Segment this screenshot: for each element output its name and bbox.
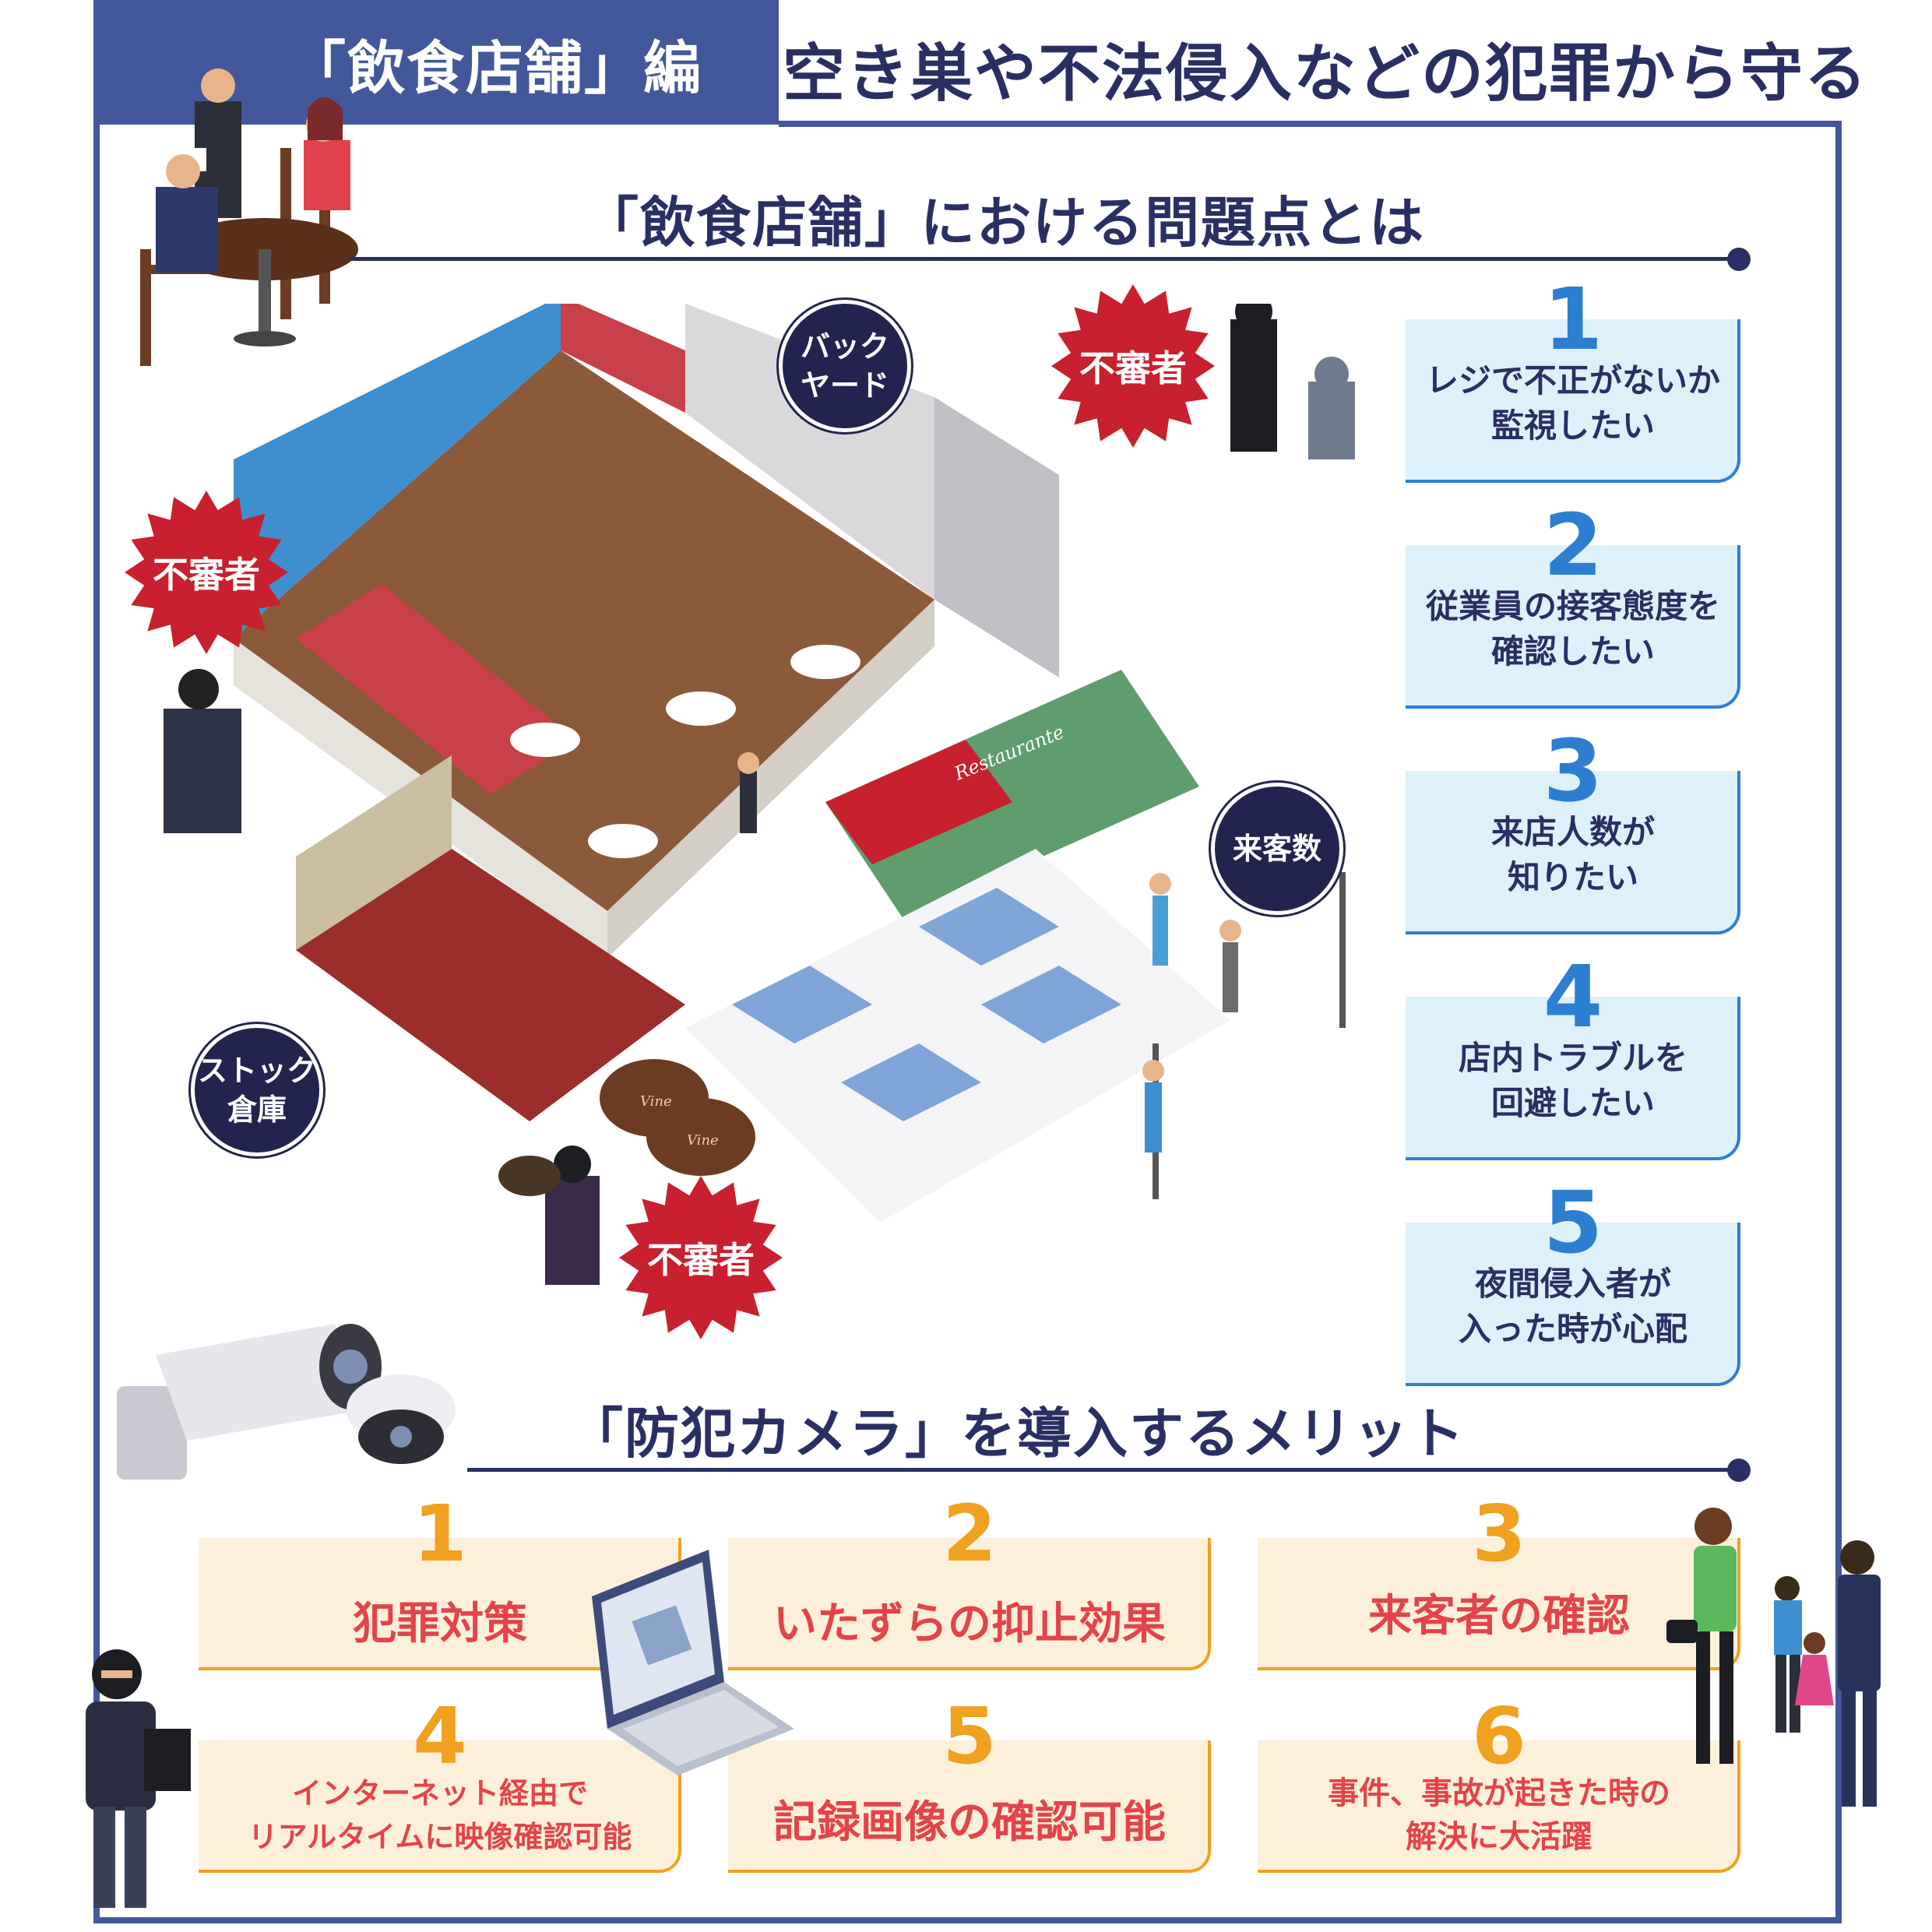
- header-tab-label: 「飲食店舗」編: [288, 35, 702, 102]
- problem-card-5: [1406, 1223, 1740, 1386]
- problem-text-2: 従業員の接客態度を 確認したい: [1425, 587, 1720, 670]
- problem-card-2: [1406, 545, 1740, 709]
- benefit-text-5: 記録画像の確認可能: [773, 1797, 1166, 1848]
- problem-number-4: 4: [1543, 947, 1603, 1047]
- benefit-number-4: 4: [413, 1691, 467, 1782]
- problem-number-3: 3: [1543, 721, 1603, 821]
- problem-number-1: 1: [1543, 269, 1603, 369]
- content-frame-top: [779, 121, 1842, 127]
- benefit-text-1: 犯罪対策: [353, 1599, 527, 1649]
- problem-card-3: [1406, 771, 1740, 934]
- problem-number-5: 5: [1543, 1173, 1603, 1272]
- diners-illustration: [140, 69, 358, 366]
- benefit-card-4: [199, 1740, 681, 1873]
- suspicious-badge-top: 不審者: [1051, 284, 1215, 448]
- benefit-card-2: [728, 1538, 1211, 1670]
- problem-text-4: 店内トラブルを 回避したい: [1458, 1039, 1687, 1122]
- problems-rule-dot: [1727, 248, 1751, 271]
- benefit-text-2: いたずらの抑止効果: [773, 1599, 1166, 1649]
- laptop-monitor-icon: [592, 1550, 794, 1775]
- benefits-rule-dot: [1727, 1459, 1751, 1482]
- benefits-rule: [467, 1468, 1744, 1472]
- benefit-text-3: 来客者の確認: [1368, 1591, 1630, 1642]
- problems-rule: [350, 257, 1744, 261]
- barrel-label-2: Vine: [687, 1132, 719, 1149]
- page-title: 空き巣や不法侵入などの犯罪から守る: [783, 37, 1868, 110]
- benefit-number-5: 5: [942, 1691, 997, 1782]
- problem-text-1: レジで不正がないか 監視したい: [1425, 361, 1720, 445]
- problems-heading: 「飲食店舗」における問題点とは: [584, 191, 1425, 255]
- benefit-text-4: インターネット経由で リアルタイムに映像確認可能: [248, 1776, 632, 1854]
- benefit-number-2: 2: [942, 1488, 997, 1579]
- problem-card-1: [1406, 319, 1740, 483]
- thief-illustration: [86, 1649, 191, 1908]
- suspicious-badge-bottom: 不審者: [619, 1176, 783, 1339]
- stock-badge: ストック 倉庫: [191, 1024, 323, 1156]
- benefit-number-3: 3: [1472, 1488, 1526, 1579]
- barrel-label-1: Vine: [640, 1093, 672, 1110]
- benefit-card-6: [1258, 1740, 1740, 1873]
- visitors-badge: 来客数: [1211, 783, 1343, 915]
- problem-card-4: [1406, 997, 1740, 1160]
- benefit-number-6: 6: [1472, 1691, 1526, 1782]
- benefit-text-6: 事件、事故が起きた時の 解決に大活躍: [1328, 1775, 1670, 1855]
- problem-text-5: 夜間侵入者が 入った時が心配: [1458, 1265, 1687, 1348]
- problem-number-2: 2: [1543, 495, 1603, 595]
- benefit-number-1: 1: [413, 1488, 467, 1579]
- restaurant-illustration: Restaurante Vine Vine: [164, 304, 1355, 1285]
- family-illustration: [1666, 1508, 1881, 1807]
- benefit-card-3: [1258, 1538, 1740, 1670]
- benefits-heading: 「防犯カメラ」を導入するメリット: [568, 1402, 1466, 1466]
- backyard-badge: バック ヤード: [779, 300, 911, 432]
- suspicious-badge-left: 不審者: [125, 491, 288, 654]
- problem-text-3: 来店人数が 知りたい: [1490, 813, 1655, 896]
- security-camera-icon: [117, 1324, 456, 1480]
- benefit-card-5: [728, 1740, 1211, 1873]
- content-frame: [93, 125, 1842, 1923]
